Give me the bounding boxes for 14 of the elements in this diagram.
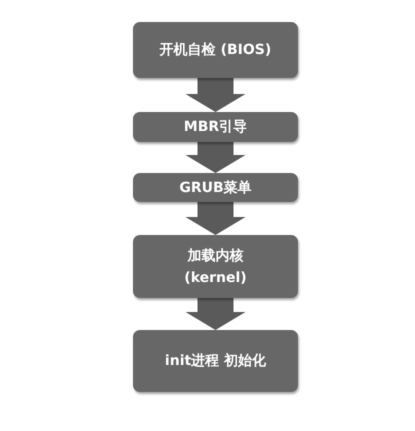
step-label: init进程 初始化: [164, 352, 268, 371]
process-box: [133, 330, 298, 392]
process-box: [133, 173, 298, 202]
step-label: GRUB菜单: [178, 178, 253, 198]
block-arrow: [186, 202, 246, 235]
step-label: MBR引导: [182, 118, 248, 137]
process-box: [133, 235, 298, 298]
step-label: 加载内核 (kernel): [183, 246, 248, 288]
block-arrow: [186, 298, 246, 330]
block-arrow: [186, 78, 246, 112]
process-box: [133, 22, 298, 78]
step-label: 开机自检 (BIOS): [160, 41, 272, 60]
block-arrow: [186, 142, 246, 173]
process-box: [133, 112, 298, 142]
